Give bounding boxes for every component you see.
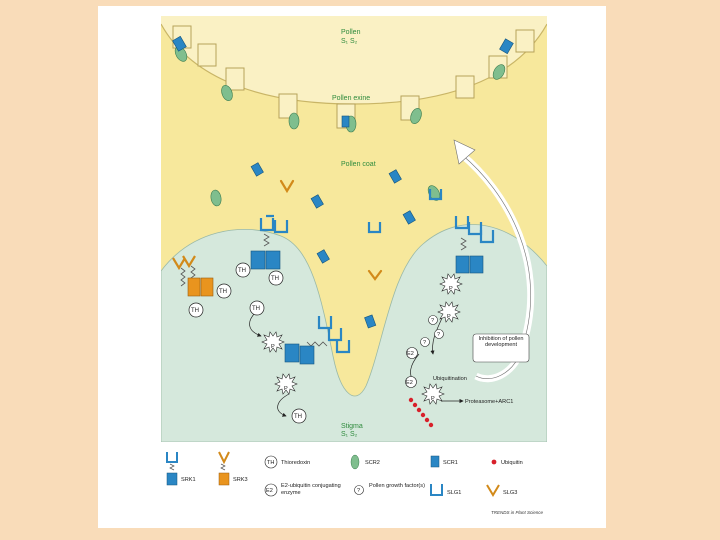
legend-e2-text: E2 [266, 488, 273, 494]
ubiquitination-label: Ubiquitination [433, 376, 467, 382]
legend-scr1-label: SCR1 [443, 460, 458, 466]
srk1-receptor-lower [284, 316, 351, 365]
legend-pgf-text: ? [357, 488, 360, 494]
stigma-label: Stigma [341, 423, 363, 430]
proteasome-label: Proteasome+ARC1 [465, 399, 513, 405]
legend-slg3-label: SLG3 [503, 490, 517, 496]
legend-scr1-icon [430, 455, 440, 468]
legend-srk1-label: SRK1 [181, 477, 196, 483]
q-label-3: ? [437, 332, 440, 338]
pollen-coat-label: Pollen coat [341, 161, 376, 168]
pollen-growth-factor-nodes [420, 315, 444, 347]
th-label-1: TH [238, 268, 246, 274]
stigma-genotype-label: S₁ S₂ [341, 431, 358, 438]
feedback-arrow-outline [460, 153, 531, 380]
pollen-grain [161, 16, 547, 104]
legend-ubiquitin-label: Ubiquitin [501, 460, 523, 466]
e2-label-1: E2 [407, 351, 414, 357]
th-label-5: TH [252, 306, 260, 312]
self-incompatibility-diagram: TH TH TH TH TH TH P P P P P ? ? ? E2 E2 … [161, 16, 547, 442]
inhibition-box [472, 333, 530, 363]
p-label-1: P [271, 344, 275, 350]
ubiquitin-chain [408, 397, 434, 428]
legend-slg1-label: SLG1 [447, 490, 461, 496]
legend-thioredoxin-icon [264, 455, 278, 469]
feedback-arrowhead [453, 139, 476, 165]
legend-srk1-icon [166, 452, 178, 486]
inhibition-label: Inhibition of pollen development [478, 336, 524, 349]
legend-th-text: TH [267, 460, 274, 466]
legend-pgf-icon [354, 485, 364, 495]
q-label-1: ? [431, 318, 434, 324]
legend-srk3-label: SRK3 [233, 477, 248, 483]
srk3-receptor [172, 255, 214, 297]
p-label-5: P [431, 396, 435, 402]
th-label-6: TH [294, 414, 302, 420]
srk1-receptor-right [454, 216, 495, 274]
th-label-3: TH [219, 289, 227, 295]
th-label-2: TH [271, 276, 279, 282]
p-label-4: P [447, 314, 451, 320]
legend-pgf-label: Pollen growth factor(s) [369, 483, 425, 489]
legend-thioredoxin-label: Thioredoxin [281, 460, 310, 466]
legend-scr2-icon [350, 454, 360, 470]
p-label-2: P [284, 386, 288, 392]
p-label-3: P [449, 286, 453, 292]
legend-slg1-icon [430, 484, 443, 496]
q-label-2: ? [423, 340, 426, 346]
slg1-free [367, 189, 443, 234]
pollen-exine-label: Pollen exine [332, 95, 370, 102]
phosphate-nodes [261, 273, 463, 405]
legend-scr2-label: SCR2 [365, 460, 380, 466]
legend-e2-label: E2-ubiquitin conjugating enzyme [281, 483, 341, 496]
legend: SRK1 SRK3 TH Thioredoxin SCR2 SCR1 Ubiqu… [161, 448, 547, 518]
pollen-genotype-label: S₁ S₂ [341, 38, 358, 45]
e2-label-2: E2 [406, 380, 413, 386]
srk1-receptor-upper [250, 214, 289, 270]
thioredoxin-nodes [188, 262, 307, 424]
e2-nodes [405, 347, 418, 388]
pollen-label: Pollen [341, 29, 361, 36]
exine-pockets [172, 25, 535, 129]
legend-e2-icon [264, 483, 278, 497]
slg3-free [279, 179, 383, 281]
legend-slg3-icon [486, 484, 500, 497]
scr1-ligands [172, 35, 514, 329]
th-label-4: TH [191, 308, 199, 314]
legend-srk3-icon [218, 451, 230, 486]
figure-credit: TRENDS in Plant Science [491, 510, 544, 515]
legend-ubiquitin-icon [491, 459, 497, 465]
